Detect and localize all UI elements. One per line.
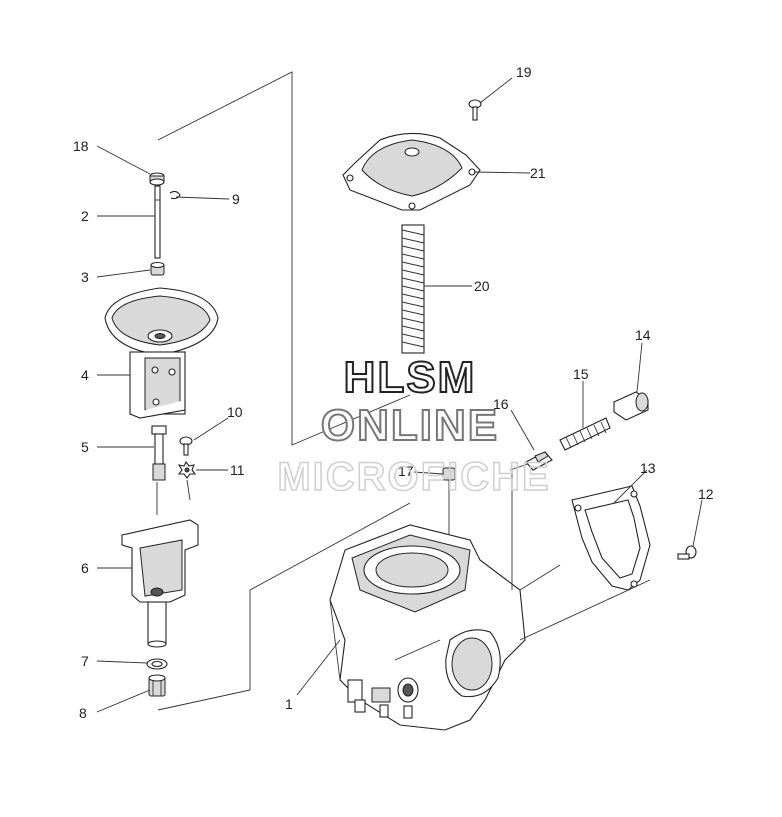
part-18-washer [149,172,165,186]
callout-18[interactable]: 18 [73,138,89,154]
callout-10[interactable]: 10 [227,404,243,420]
callout-12[interactable]: 12 [698,486,714,502]
part-6-holder [121,479,199,648]
part-7-o-ring [146,658,168,670]
callout-14[interactable]: 14 [635,327,651,343]
callout-13[interactable]: 13 [640,460,656,476]
part-2-jet-needle [154,185,161,259]
part-5-needle-jet [151,425,167,481]
watermark: HLSM ONLINE MICROFICHE [277,352,550,500]
part-15-spring [559,417,611,451]
part-11-lock-washer [177,460,197,479]
callout-7[interactable]: 7 [81,653,89,669]
callout-19[interactable]: 19 [516,64,532,80]
part-14-cap [613,391,649,421]
callout-4[interactable]: 4 [81,367,89,383]
part-1-carburetor-body [329,470,651,731]
part-8-main-jet [148,674,166,697]
callout-1[interactable]: 1 [285,696,293,712]
part-19-screw [468,99,482,121]
callout-15[interactable]: 15 [573,366,589,382]
callout-8[interactable]: 8 [79,705,87,721]
callout-6[interactable]: 6 [81,560,89,576]
callout-11[interactable]: 11 [230,462,245,478]
callout-20[interactable]: 20 [474,278,490,294]
part-13-gasket [571,485,651,591]
callout-3[interactable]: 3 [81,269,89,285]
group-boundary-lines [157,71,411,711]
watermark-line-1: HLSM [344,353,477,402]
part-12-screw [677,545,697,560]
leader-lines [96,77,703,713]
callout-21[interactable]: 21 [530,165,546,181]
part-20-spring [401,224,425,354]
callout-5[interactable]: 5 [81,439,89,455]
part-21-top-cover [342,132,481,211]
callout-2[interactable]: 2 [81,208,89,224]
part-4-diaphragm [104,287,219,419]
watermark-line-3: MICROFICHE [277,455,550,499]
watermark-line-2: ONLINE [321,401,499,450]
callout-16[interactable]: 16 [493,396,509,412]
part-16-valve [509,451,553,471]
part-3-spacer [150,261,165,276]
callout-labels: 18 2 3 4 5 6 7 8 9 10 11 19 21 20 14 15 … [73,64,714,721]
callout-9[interactable]: 9 [232,191,240,207]
callout-17[interactable]: 17 [398,463,414,479]
part-10-screw [179,436,193,456]
